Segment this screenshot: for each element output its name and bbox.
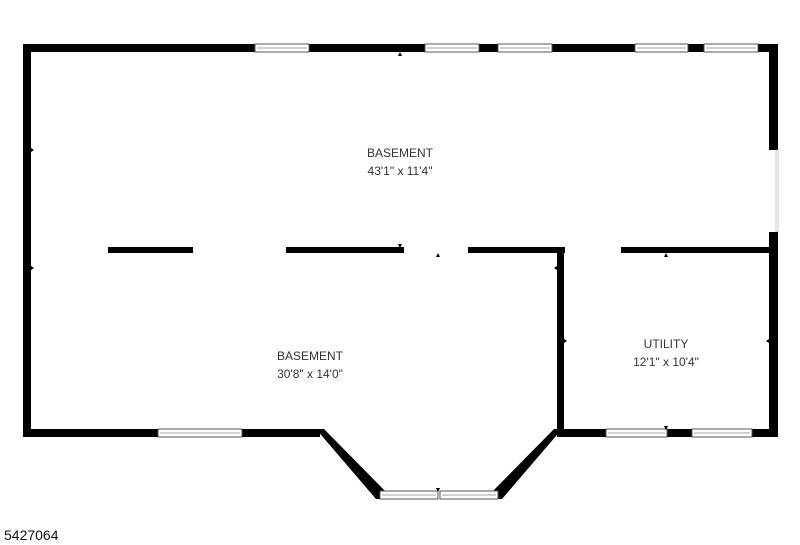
bottom-wall-right (558, 429, 778, 437)
marker-icon (564, 339, 567, 343)
right-wall-lower (769, 232, 778, 437)
room-dimensions: 43'1" x 11'4" (368, 164, 433, 178)
interior-wall-segment (468, 247, 565, 253)
room-name: UTILITY (644, 337, 689, 351)
room-name: BASEMENT (367, 146, 434, 160)
utility-divider-wall (557, 247, 564, 437)
room-name: BASEMENT (277, 349, 344, 363)
room-labels: BASEMENT 43'1" x 11'4" BASEMENT 30'8" x … (277, 146, 699, 381)
windows (157, 43, 759, 500)
marker-icon (31, 148, 34, 152)
marker-icon (664, 426, 668, 430)
listing-id: 5427064 (4, 527, 59, 543)
interior-wall-segment (286, 247, 404, 253)
marker-icon (436, 253, 440, 257)
right-wall-upper (769, 44, 778, 150)
interior-wall-segment (108, 247, 193, 253)
marker-icon (436, 488, 440, 492)
marker-icon (766, 339, 769, 343)
interior-wall-segment (621, 247, 772, 253)
marker-icon (31, 266, 34, 270)
right-wall-opening (775, 149, 779, 233)
bay-wall-left (316, 429, 386, 499)
top-wall (23, 44, 778, 52)
marker-icon (398, 244, 402, 248)
room-dimensions: 30'8" x 14'0" (277, 367, 343, 381)
marker-icon (398, 52, 402, 56)
room-dimensions: 12'1" x 10'4" (633, 355, 699, 369)
door-markers (31, 52, 769, 492)
marker-icon (664, 253, 668, 257)
bay-wall-right (492, 429, 562, 499)
marker-icon (554, 266, 557, 270)
left-wall (23, 44, 31, 437)
